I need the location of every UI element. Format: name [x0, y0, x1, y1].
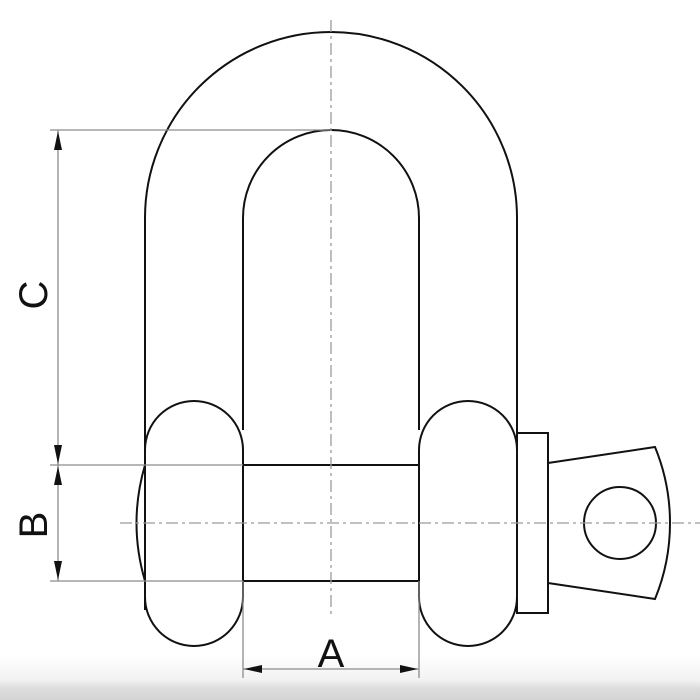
- dim-b-label: B: [12, 512, 56, 539]
- dim-c-arrow-bottom: [54, 445, 62, 464]
- dim-c-arrow-top: [54, 131, 62, 150]
- dim-a-label: A: [318, 632, 345, 676]
- dim-a-arrow-left: [244, 665, 262, 673]
- dim-c-label: C: [12, 281, 56, 310]
- dim-b-arrow-top: [54, 466, 62, 485]
- bottom-fade: [0, 655, 700, 700]
- dim-a-arrow-right: [400, 665, 418, 673]
- dim-b-arrow-bottom: [54, 561, 62, 580]
